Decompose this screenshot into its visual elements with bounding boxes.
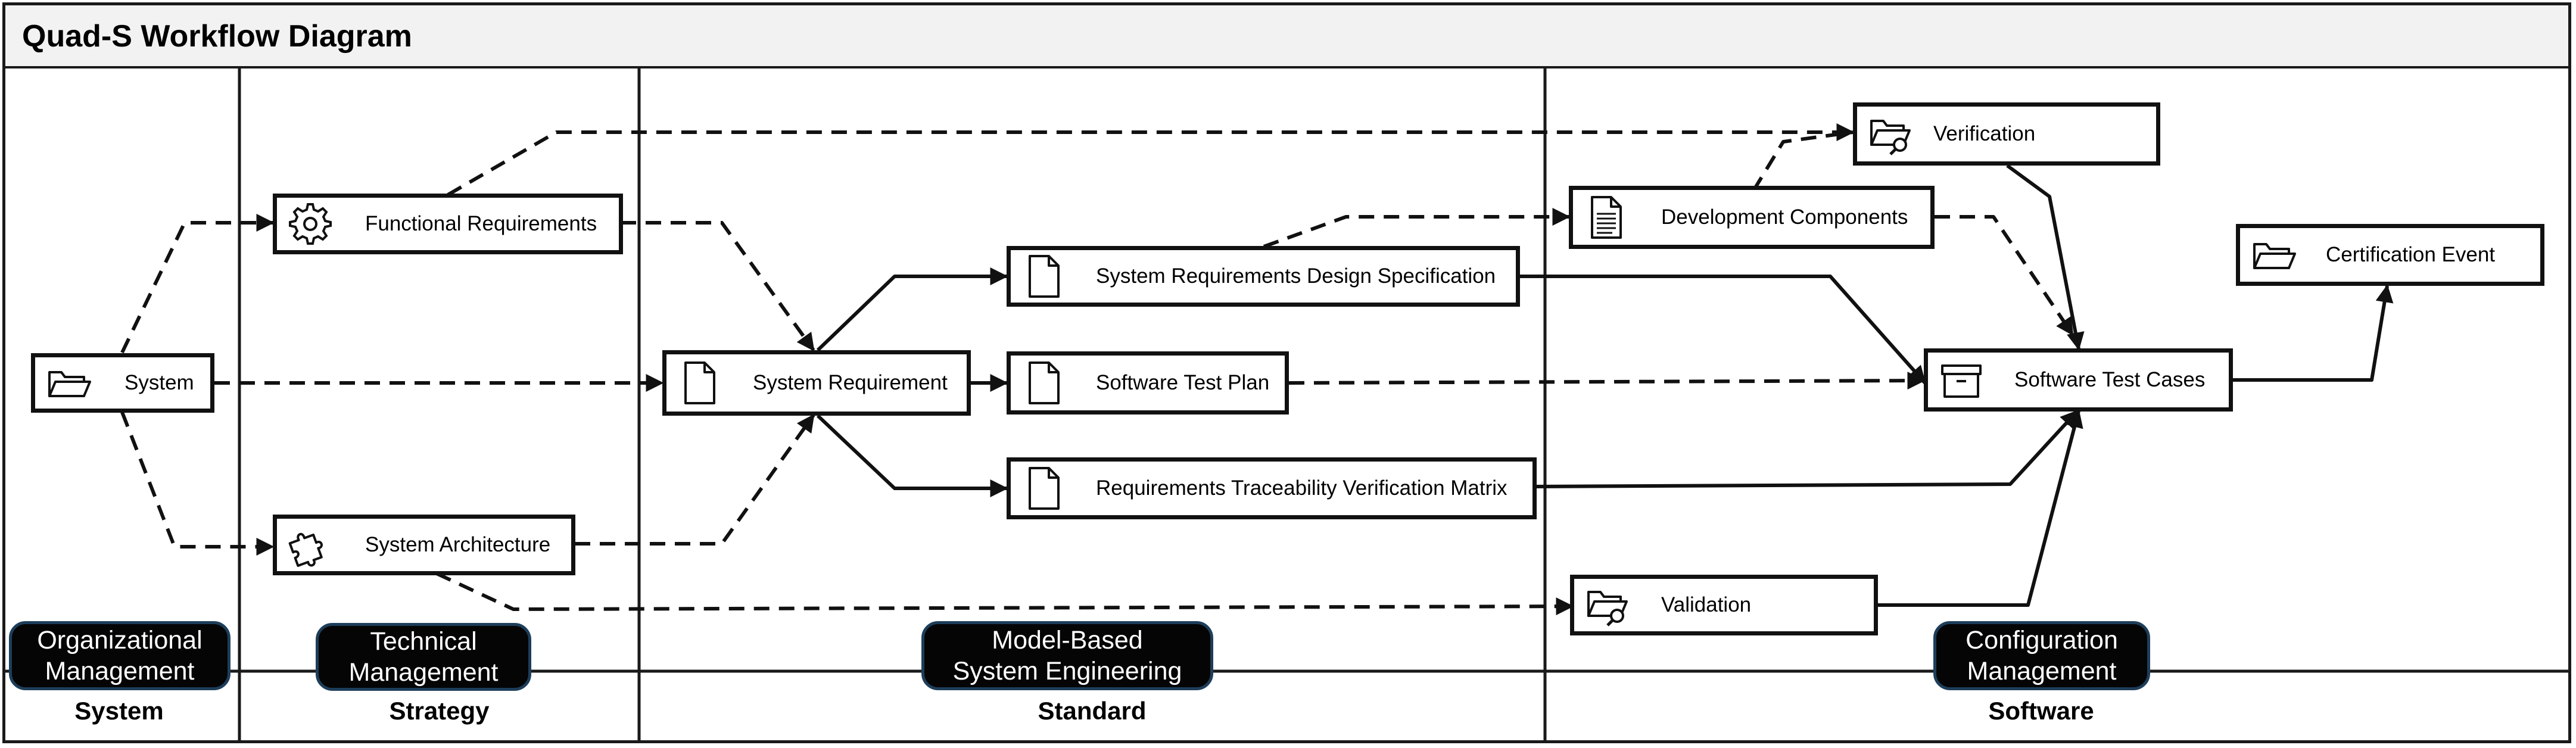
node-label: Software Test Cases (2014, 368, 2206, 391)
node-software-test-cases[interactable]: Software Test Cases (1924, 348, 2233, 412)
pill-line: Management (348, 658, 499, 687)
text-document-icon (1591, 196, 1622, 239)
node-label: System Requirements Design Specification (1096, 264, 1496, 288)
edge-rtvm-to-testcases (1536, 409, 2079, 488)
node-validation[interactable]: Validation (1570, 575, 1878, 635)
lane-dividers (238, 68, 1547, 742)
node-software-test-plan[interactable]: Software Test Plan (1007, 351, 1289, 414)
document-icon (1029, 467, 1060, 510)
node-label: System Architecture (365, 533, 551, 556)
lane-name-strategy: Strategy (389, 697, 490, 725)
lane-name-software: Software (1988, 697, 2094, 725)
node-label: Functional Requirements (365, 212, 597, 235)
node-rtvm[interactable]: Requirements Traceability Verification M… (1007, 457, 1537, 519)
edge-system-to-functional (120, 214, 275, 354)
node-verification[interactable]: Verification (1853, 102, 2160, 166)
node-label: Verification (1933, 122, 2036, 145)
document-icon (1029, 255, 1060, 298)
puzzle-icon (288, 532, 323, 567)
folder-search-icon (1587, 591, 1628, 627)
title-bar: Quad-S Workflow Diagram (5, 5, 2568, 68)
folder-icon (48, 371, 91, 397)
node-development-components[interactable]: Development Components (1569, 186, 1935, 249)
node-label: Validation (1661, 593, 1752, 616)
edge-system-to-architecture (120, 411, 275, 556)
edge-architecture-to-validation (435, 572, 1574, 616)
pill-line: Management (45, 657, 195, 685)
pill-line: Organizational (37, 626, 203, 654)
edge-sysreq-to-rtvm (816, 414, 1008, 497)
edge-functional-to-sysreq (621, 221, 815, 352)
lane-name-standard: Standard (1038, 697, 1147, 725)
gear-icon (289, 203, 332, 245)
edge-architecture-to-sysreq (575, 413, 815, 546)
pill-line: Configuration (1966, 626, 2118, 654)
folder-icon (2253, 243, 2296, 269)
document-icon (1029, 361, 1060, 404)
pill-line: System Engineering (952, 657, 1182, 685)
pill-line: Management (1967, 657, 2117, 685)
edge-devcomp-to-testcases (1935, 215, 2074, 336)
node-certification-event[interactable]: Certification Event (2236, 224, 2544, 286)
edge-srds-to-devcomp (1263, 208, 1571, 248)
edge-srds-to-testcases (1520, 275, 1927, 384)
node-label: Certification Event (2326, 243, 2496, 266)
node-label: Requirements Traceability Verification M… (1096, 476, 1507, 500)
node-srds[interactable]: System Requirements Design Specification (1007, 246, 1520, 307)
lane-name-system: System (74, 697, 164, 725)
page-title: Quad-S Workflow Diagram (22, 19, 412, 54)
edge-devcomp-to-verification (1752, 130, 1854, 192)
edge-testplan-to-testcases (1288, 372, 1926, 390)
node-label: System (124, 371, 194, 394)
archive-box-icon (1941, 364, 1982, 398)
node-label: Development Components (1661, 205, 1908, 229)
folder-search-icon (1870, 120, 1911, 155)
node-system[interactable]: System (31, 353, 214, 413)
pill-line: Technical (370, 627, 477, 656)
edge-validation-to-testcases (1878, 409, 2083, 607)
edge-sysreq-to-srds (816, 267, 1008, 352)
edge-testcases-to-certification (2233, 284, 2394, 382)
pill-line: Model-Based (992, 626, 1143, 654)
node-system-requirement[interactable]: System Requirement (662, 350, 971, 416)
node-label: System Requirement (753, 371, 948, 394)
edge-verification-to-testcases (2006, 164, 2085, 351)
document-icon (684, 361, 715, 404)
node-label: Software Test Plan (1096, 371, 1270, 394)
node-functional-requirements[interactable]: Functional Requirements (273, 194, 623, 254)
node-system-architecture[interactable]: System Architecture (273, 515, 575, 575)
